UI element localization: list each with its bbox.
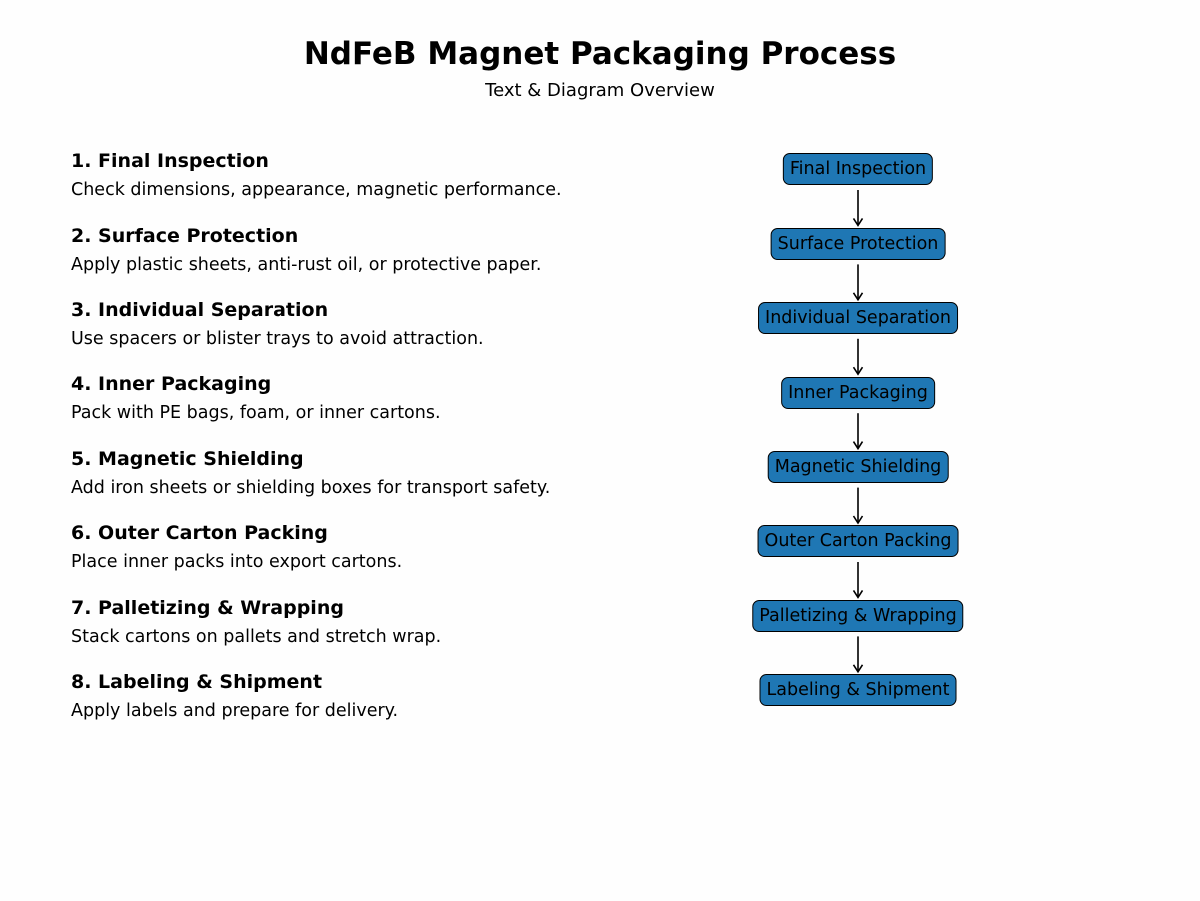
step-item: 4. Inner Packaging Pack with PE bags, fo… (71, 372, 691, 424)
flow-node: Outer Carton Packing (757, 525, 959, 558)
step-description: Add iron sheets or shielding boxes for t… (71, 477, 551, 498)
step-description: Apply plastic sheets, anti-rust oil, or … (71, 254, 542, 275)
step-heading: 8. Labeling & Shipment (71, 671, 323, 693)
flow-node: Labeling & Shipment (759, 674, 957, 707)
step-description: Stack cartons on pallets and stretch wra… (71, 626, 442, 647)
step-description: Place inner packs into export cartons. (71, 552, 403, 572)
flow-arrow (852, 487, 864, 525)
step-item: 8. Labeling & Shipment Apply labels and … (71, 670, 691, 722)
flow-node: Final Inspection (782, 153, 934, 186)
flow-arrow (852, 562, 864, 599)
step-description: Use spacers or blister trays to avoid at… (71, 329, 484, 349)
flow-node: Surface Protection (770, 227, 946, 260)
flow-arrow (852, 264, 864, 302)
step-item: 2. Surface Protection Apply plastic shee… (71, 224, 691, 276)
flow-node: Palletizing & Wrapping (752, 599, 964, 632)
flow-arrows (852, 190, 864, 674)
step-description: Check dimensions, appearance, magnetic p… (71, 180, 562, 200)
step-heading: 2. Surface Protection (71, 224, 299, 247)
step-description: Pack with PE bags, foam, or inner carton… (71, 403, 441, 423)
step-heading: 3. Individual Separation (71, 299, 329, 321)
step-heading: 5. Magnetic Shielding (71, 447, 304, 470)
flow-arrow (852, 338, 864, 376)
page-title: NdFeB Magnet Packaging Process (303, 36, 897, 72)
flow-node: Individual Separation (758, 302, 958, 335)
flow-node: Inner Packaging (781, 376, 935, 409)
step-item: 7. Palletizing & Wrapping Stack cartons … (71, 596, 691, 648)
step-heading: 6. Outer Carton Packing (71, 522, 328, 544)
step-item: 5. Magnetic Shielding Add iron sheets or… (71, 447, 691, 499)
flow-arrow (852, 636, 864, 674)
step-item: 1. Final Inspection Check dimensions, ap… (71, 149, 691, 201)
flow-node: Magnetic Shielding (767, 451, 949, 483)
step-item: 3. Individual Separation Use spacers or … (71, 298, 691, 350)
step-description: Apply labels and prepare for delivery. (71, 701, 399, 721)
step-heading: 1. Final Inspection (71, 150, 269, 172)
step-list: 1. Final Inspection Check dimensions, ap… (71, 0, 691, 901)
flow-arrow (852, 190, 864, 227)
step-heading: 7. Palletizing & Wrapping (71, 596, 344, 619)
flow-arrow (852, 413, 864, 451)
page-subtitle: Text & Diagram Overview (485, 80, 715, 101)
step-item: 6. Outer Carton Packing Place inner pack… (71, 521, 691, 573)
step-heading: 4. Inner Packaging (71, 373, 272, 395)
